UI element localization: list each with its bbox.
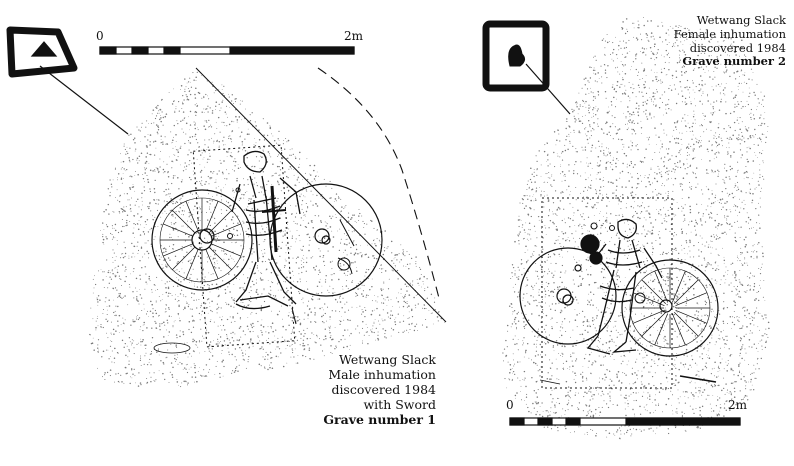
grave-2-grave-goods [539, 222, 717, 385]
grave-1-site: Wetwang Slack [338, 352, 436, 367]
grave-1-type: Male inhumation [328, 367, 436, 382]
grave-2-chariot-wheel-left [519, 247, 617, 345]
grave-1-plan [6, 26, 447, 354]
stipple-shading [89, 17, 770, 440]
grave-1-scale-bar [99, 46, 355, 55]
grave-2-location-marker [482, 20, 571, 115]
grave-2-site: Wetwang Slack [696, 13, 786, 27]
grave-1-barrow-edge [317, 67, 441, 303]
grave-1-note: with Sword [363, 397, 436, 412]
grave-1-grave-goods [153, 187, 355, 354]
grave-1-skeleton [231, 150, 301, 310]
grave-1-pit [192, 144, 296, 348]
ink-lines [6, 20, 741, 426]
grave-2-scale-bar [509, 417, 741, 426]
grave-1-chariot-wheel-left [151, 189, 253, 291]
grave-2-discovered: discovered 1984 [689, 40, 786, 55]
grave-2-mirror [574, 234, 603, 272]
grave-2-type: Female inhumation [673, 26, 786, 41]
grave-2-plan [482, 20, 741, 426]
grave-2-chariot-wheel-right [621, 259, 719, 357]
grave-1-grave-label: Grave number 1 [323, 412, 436, 427]
grave-1-scale-end-label: 2m [344, 29, 364, 43]
grave-2-skeleton [586, 218, 663, 355]
grave-2-caption: Wetwang Slack Female inhumation discover… [620, 13, 786, 69]
grave-2-scale-start-label: 0 [506, 398, 514, 412]
grave-1-scale-start-label: 0 [96, 29, 104, 43]
grave-2-grave-label: Grave number 2 [682, 54, 786, 69]
grave-2-pit [541, 197, 673, 389]
grave-1-discovered: discovered 1984 [331, 382, 436, 397]
grave-1-caption: Wetwang Slack Male inhumation discovered… [300, 352, 436, 427]
grave-2-scale-end-label: 2m [728, 398, 748, 412]
grave-1-sword [261, 185, 287, 253]
grave-1-location-marker [6, 26, 129, 135]
